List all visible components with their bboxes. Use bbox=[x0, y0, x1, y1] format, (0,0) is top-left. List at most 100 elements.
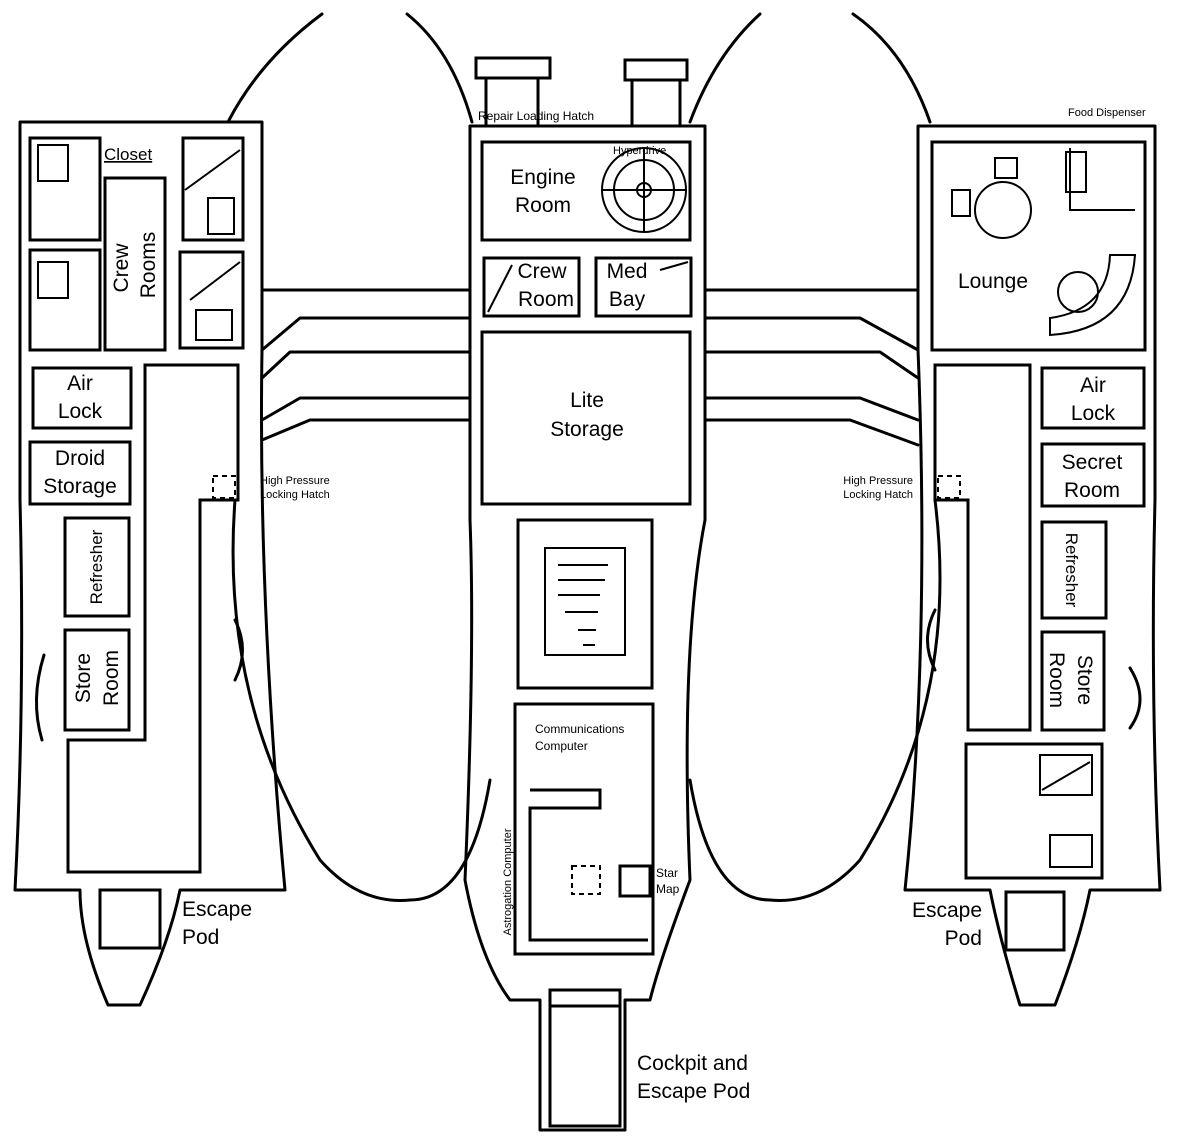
store-room-right bbox=[1040, 630, 1106, 732]
air-lock-right bbox=[1040, 366, 1146, 430]
hatch-marker-right bbox=[937, 475, 961, 499]
bed-divider bbox=[184, 149, 241, 191]
label-air-lock-left-1: Air bbox=[67, 372, 93, 395]
hatch-right-column bbox=[630, 78, 682, 128]
left-pod bbox=[13, 120, 287, 1007]
hatch-left-block bbox=[474, 56, 552, 80]
corridors bbox=[260, 288, 920, 447]
wing-arcs bbox=[35, 12, 1142, 902]
escape-pod-right bbox=[1004, 890, 1066, 952]
star-map-console bbox=[618, 864, 652, 898]
bed-divider bbox=[659, 261, 689, 271]
label-store-room-right-2: Room bbox=[1045, 652, 1068, 708]
label-escape-pod-left-2: Pod bbox=[182, 926, 219, 949]
hatch-marker-left bbox=[212, 475, 236, 499]
crew-quarters-right bbox=[964, 742, 1104, 880]
chair-icon bbox=[1049, 834, 1093, 868]
label-air-lock-left-2: Lock bbox=[58, 400, 103, 423]
center-pod bbox=[463, 56, 707, 1132]
label-hyperdrive: Hyperdrive bbox=[613, 145, 666, 157]
labels: Closet Crew Rooms Air Lock Droid Storage… bbox=[43, 107, 1146, 1103]
refresher-right bbox=[1040, 520, 1108, 620]
label-crew-room-1: Crew bbox=[517, 260, 567, 283]
comms-bridge bbox=[513, 702, 655, 956]
bed-icon bbox=[1039, 754, 1093, 796]
label-star-map-1: Star bbox=[656, 866, 678, 880]
bed-divider bbox=[189, 261, 241, 301]
bed-icon bbox=[37, 144, 69, 182]
star-map-marker bbox=[571, 865, 601, 895]
label-crew-rooms-1: Crew bbox=[110, 243, 133, 293]
label-hatch-right-1: High Pressure bbox=[843, 475, 913, 487]
label-astrogation: Astrogation Computer bbox=[502, 828, 514, 935]
store-room-left bbox=[63, 628, 131, 732]
label-cockpit-2: Escape Pod bbox=[637, 1080, 750, 1103]
crew-bunk-3 bbox=[181, 136, 245, 242]
escape-pod-left bbox=[98, 888, 162, 950]
lounge bbox=[930, 140, 1147, 352]
label-refresher-right: Refresher bbox=[1062, 533, 1081, 608]
chair-icon bbox=[195, 309, 233, 341]
air-lock-left bbox=[31, 366, 133, 430]
sofa-icon bbox=[1049, 254, 1137, 337]
label-star-map-2: Map bbox=[656, 882, 680, 896]
label-med-bay-2: Bay bbox=[609, 288, 646, 311]
label-lounge: Lounge bbox=[958, 270, 1028, 293]
droid-storage bbox=[28, 440, 132, 506]
label-engine-room-2: Room bbox=[515, 194, 571, 217]
table-icon bbox=[974, 181, 1032, 239]
label-med-bay-1: Med bbox=[607, 260, 648, 283]
crew-bunk-2 bbox=[28, 248, 102, 352]
label-air-lock-right-2: Lock bbox=[1071, 402, 1116, 425]
label-escape-pod-left-1: Escape bbox=[182, 898, 252, 921]
label-escape-pod-right-1: Escape bbox=[912, 899, 982, 922]
comms-console bbox=[528, 788, 648, 942]
label-cockpit-1: Cockpit and bbox=[637, 1052, 748, 1075]
label-comms-1: Communications bbox=[535, 722, 624, 736]
label-crew-room-2: Room bbox=[518, 288, 574, 311]
chair-icon bbox=[207, 197, 235, 235]
console-icon bbox=[544, 547, 626, 656]
left-corridor bbox=[66, 363, 240, 874]
label-droid-storage-1: Droid bbox=[55, 447, 105, 470]
label-crew-rooms-2: Rooms bbox=[137, 232, 160, 299]
lite-storage bbox=[480, 330, 692, 506]
med-bay bbox=[594, 256, 693, 318]
secret-room bbox=[1040, 442, 1146, 508]
refresher-left bbox=[63, 516, 131, 618]
label-lite-storage-1: Lite bbox=[570, 389, 604, 412]
hatch-right-block bbox=[623, 58, 689, 82]
label-escape-pod-right-2: Pod bbox=[945, 927, 982, 950]
label-comms-2: Computer bbox=[535, 739, 588, 753]
label-hatch-left-2: Locking Hatch bbox=[260, 489, 330, 501]
label-store-room-right-1: Store bbox=[1073, 655, 1096, 705]
label-hatch-right-2: Locking Hatch bbox=[843, 489, 913, 501]
label-secret-room-2: Room bbox=[1064, 479, 1120, 502]
food-dispenser-icon bbox=[1065, 151, 1087, 193]
bed-divider bbox=[1041, 761, 1091, 791]
crew-room bbox=[482, 256, 581, 318]
table-icon bbox=[1057, 271, 1099, 313]
crew-rooms-corridor bbox=[103, 176, 167, 352]
label-droid-storage-2: Storage bbox=[43, 475, 117, 498]
food-dispenser-wall bbox=[1069, 148, 1135, 211]
right-corridor bbox=[933, 363, 1032, 732]
label-air-lock-right-1: Air bbox=[1080, 374, 1106, 397]
label-store-room-left-1: Store bbox=[72, 653, 95, 703]
label-refresher-left: Refresher bbox=[87, 529, 106, 604]
cockpit-neck bbox=[548, 988, 622, 1008]
bed-divider bbox=[487, 264, 513, 313]
right-pod bbox=[903, 124, 1162, 1007]
chair-icon bbox=[951, 189, 971, 217]
bed-icon bbox=[37, 261, 69, 299]
label-closet: Closet bbox=[104, 145, 152, 164]
cargo-room bbox=[516, 518, 654, 690]
chair-icon bbox=[994, 157, 1018, 179]
label-lite-storage-2: Storage bbox=[550, 418, 624, 441]
label-store-room-left-2: Room bbox=[100, 650, 123, 706]
label-hatch-left-1: High Pressure bbox=[260, 475, 330, 487]
label-engine-room-1: Engine bbox=[510, 166, 575, 189]
crew-bunk-1 bbox=[28, 136, 102, 242]
crew-bunk-4 bbox=[178, 250, 245, 350]
